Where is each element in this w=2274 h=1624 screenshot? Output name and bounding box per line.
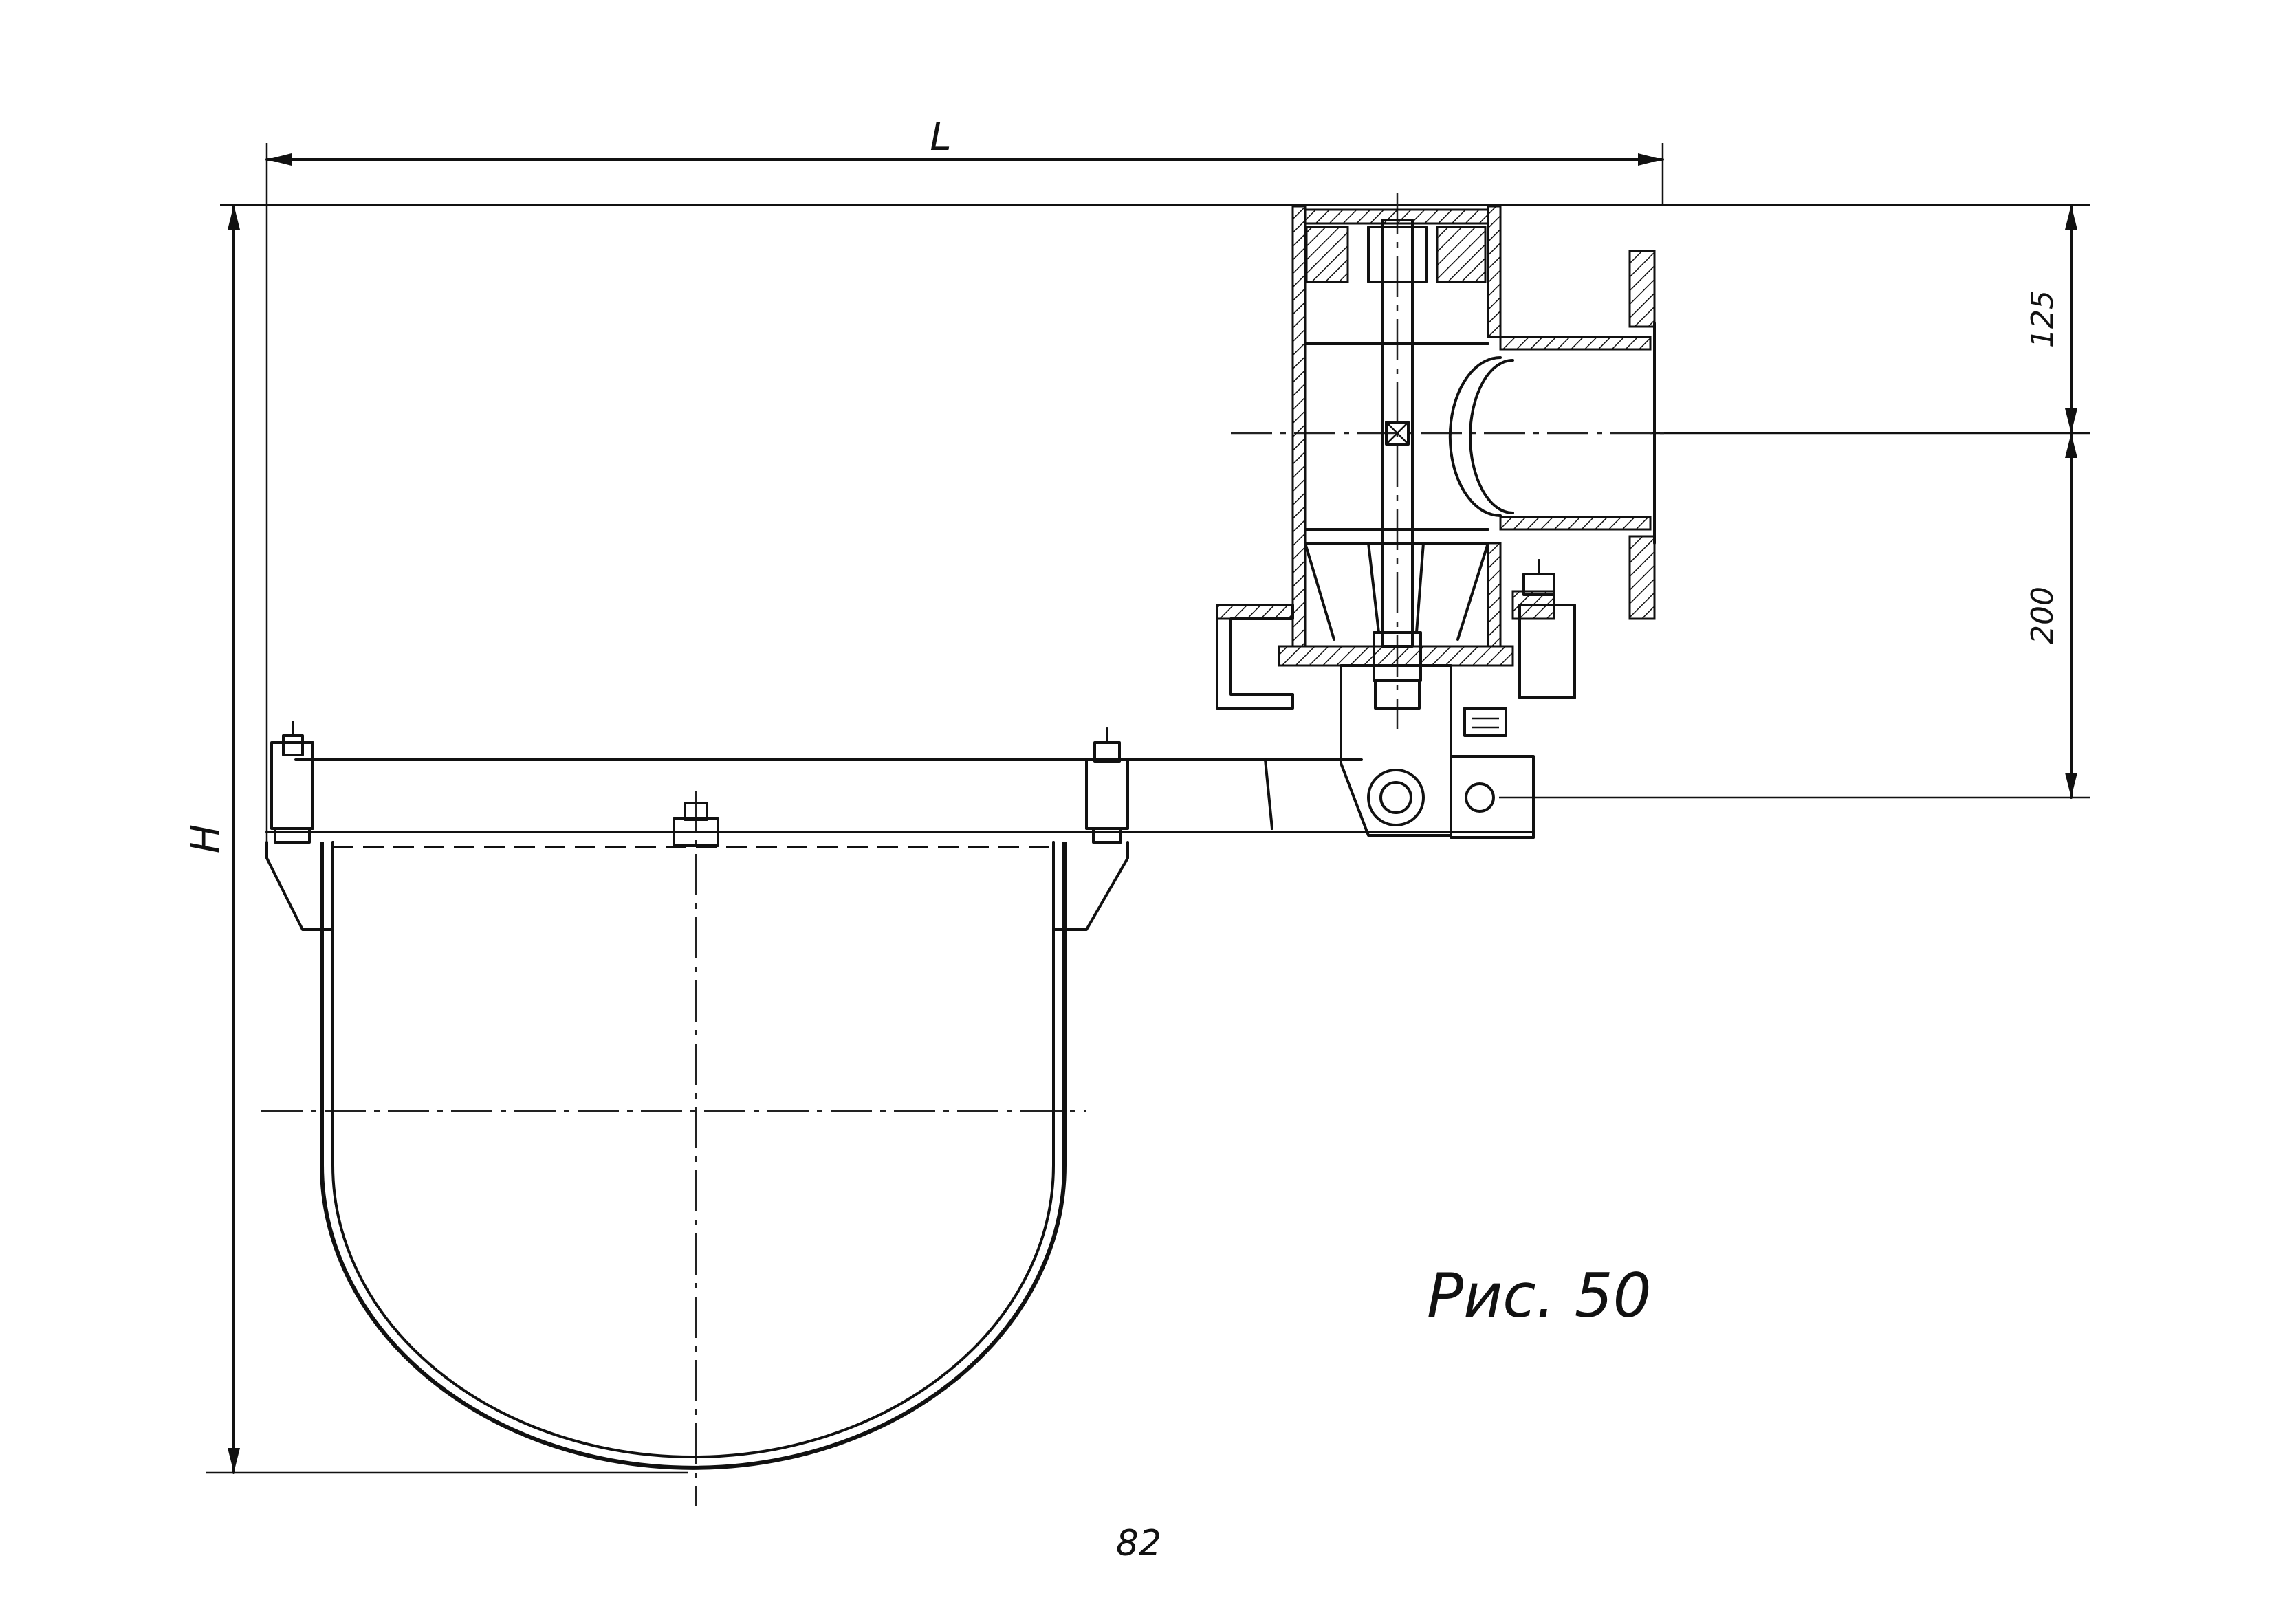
outlet-pipe <box>1448 250 1656 620</box>
dimension-length <box>265 143 1664 853</box>
pivot-lever <box>1340 664 1535 839</box>
height-label: H <box>184 824 228 853</box>
right-bolt <box>1085 727 1129 844</box>
valve-housing <box>1291 205 1502 648</box>
dimension-125-label: 125 <box>2025 290 2060 348</box>
left-bolt <box>270 721 314 844</box>
center-bolt <box>673 802 719 847</box>
length-label: L <box>930 115 951 160</box>
left-bracket <box>265 841 334 931</box>
right-bracket <box>1052 841 1129 931</box>
figure-caption: Рис. 50 <box>1427 1260 1652 1331</box>
dimension-200-label: 200 <box>2025 586 2060 644</box>
dimension-125-200 <box>1499 204 2090 799</box>
trough-body <box>320 841 1067 1470</box>
page-number: 82 <box>1116 1523 1161 1564</box>
dimension-height <box>206 204 1740 1474</box>
valve-base <box>1216 559 1576 710</box>
